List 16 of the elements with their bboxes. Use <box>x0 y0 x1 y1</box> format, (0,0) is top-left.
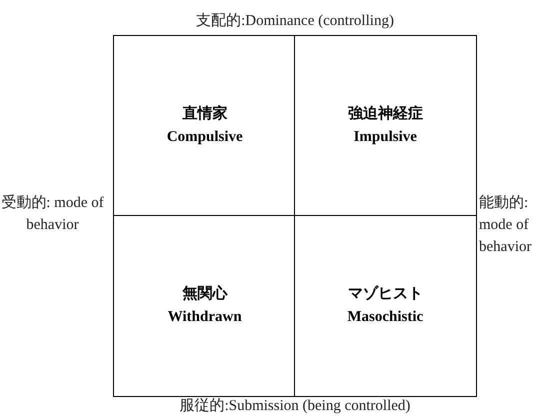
axis-label: 服従的:Submission (being controlled) <box>178 397 412 416</box>
quadrant-cell <box>294 35 477 218</box>
quadrant-title: 強迫神経症 <box>348 104 423 124</box>
quadrant-subtitle: Withdrawn <box>168 308 242 327</box>
quadrant-cell <box>294 214 477 397</box>
axis-label: 支配的:Dominance (controlling) <box>195 12 395 31</box>
quadrant-title: マゾヒスト <box>348 284 423 304</box>
quadrant-subtitle: Masochistic <box>347 308 424 327</box>
axis-label: 受動的: mode of behavior <box>0 194 105 235</box>
quadrant-cell <box>113 35 296 218</box>
quadrant-subtitle: Impulsive <box>354 128 417 148</box>
quadrant-subtitle: Compulsive <box>166 128 243 148</box>
quadrant-cell <box>113 214 296 397</box>
quadrant-title: 無関心 <box>182 284 228 304</box>
quadrant-title: 直情家 <box>182 104 228 124</box>
axis-label: 能動的: mode of behavior <box>479 194 532 257</box>
